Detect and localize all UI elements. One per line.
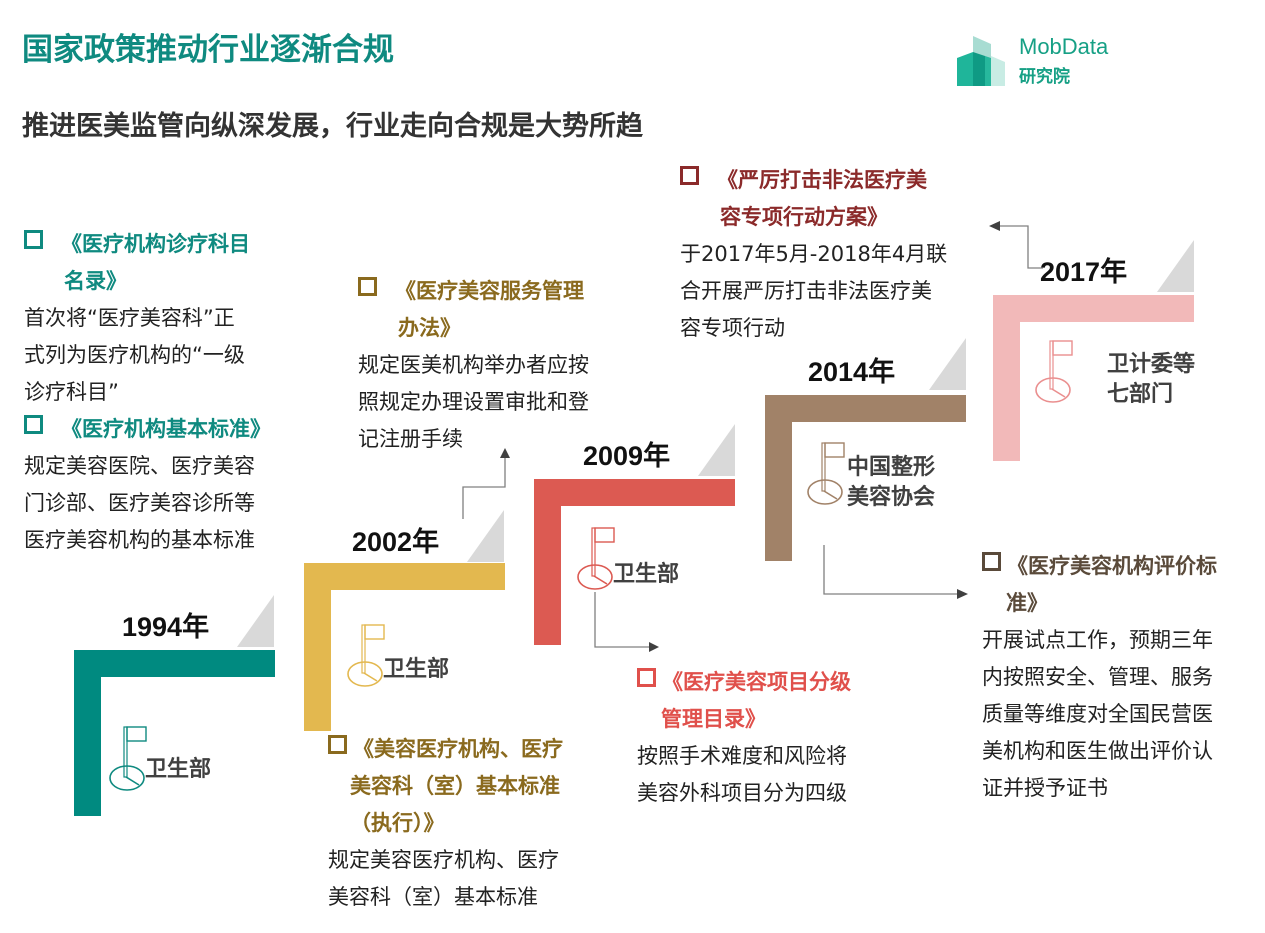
flag-pin-icon bbox=[1035, 340, 1073, 403]
org-label-line: 美容协会 bbox=[847, 485, 936, 510]
checkbox-bullet-icon bbox=[24, 230, 43, 249]
policy-desc-line: 规定美容医院、医疗美容 bbox=[24, 454, 255, 478]
step-bar-horizontal bbox=[993, 295, 1194, 322]
flag-pin-icon bbox=[347, 624, 385, 687]
policy-title: 《美容医疗机构、医疗 美容科（室）基本标准 （执行）》 bbox=[328, 731, 618, 842]
org-label: 卫生部 bbox=[145, 757, 212, 782]
year-label: 2002年 bbox=[352, 527, 440, 557]
policy-desc-line: 合开展严厉打击非法医疗美 bbox=[680, 279, 932, 303]
policy-title: 《医疗美容服务管理 办法》 bbox=[358, 273, 648, 347]
policy-title-line: 《医疗美容机构评价标 bbox=[1007, 554, 1217, 578]
year-label: 2014年 bbox=[808, 357, 896, 387]
policy-title: 《严厉打击非法医疗美 容专项行动方案》 bbox=[680, 162, 980, 236]
year-label: 1994年 bbox=[122, 612, 210, 642]
policy-title-line: 管理目录》 bbox=[661, 707, 766, 731]
step-bar-horizontal bbox=[534, 479, 735, 506]
flag-pin-icon bbox=[577, 527, 615, 590]
policy-desc-line: 记注册手续 bbox=[358, 427, 463, 451]
corner-triangle bbox=[237, 595, 274, 647]
policy-desc-line: 内按照安全、管理、服务 bbox=[982, 665, 1213, 689]
policy-title-line: （执行）》 bbox=[350, 811, 445, 835]
connector-arrow-up bbox=[462, 448, 510, 519]
policy-desc-line: 质量等维度对全国民营医 bbox=[982, 702, 1213, 726]
policy-desc-line: 美容外科项目分为四级 bbox=[637, 781, 847, 805]
policy-title-line: 名录》 bbox=[64, 269, 127, 293]
org-label: 中国整形 美容协会 bbox=[847, 453, 935, 513]
policy-block: 《医疗美容机构评价标 准》 开展试点工作，预期三年 内按照安全、管理、服务 质量… bbox=[982, 548, 1265, 807]
checkbox-bullet-icon bbox=[982, 552, 1001, 571]
flag-pin-icon bbox=[807, 442, 845, 505]
policy-title-line: 容专项行动方案》 bbox=[720, 205, 888, 229]
step-bar-vertical bbox=[765, 395, 792, 561]
policy-title-line: 《医疗机构基本标准》 bbox=[61, 417, 271, 441]
policy-title-line: 《严厉打击非法医疗美 bbox=[717, 168, 927, 192]
policy-title-line: 《医疗机构诊疗科目 bbox=[61, 232, 250, 256]
org-label-line: 七部门 bbox=[1107, 382, 1174, 407]
policy-desc-line: 门诊部、医疗美容诊所等 bbox=[24, 491, 255, 515]
policy-desc-line: 式列为医疗机构的“一级 bbox=[24, 343, 245, 367]
step-bar-vertical bbox=[993, 295, 1020, 461]
policy-title-line: 《医疗美容服务管理 bbox=[395, 279, 584, 303]
org-label-line: 中国整形 bbox=[847, 455, 936, 480]
checkbox-bullet-icon bbox=[24, 415, 43, 434]
policy-desc-line: 开展试点工作，预期三年 bbox=[982, 628, 1213, 652]
flag-pin-icon bbox=[109, 726, 147, 791]
year-label: 2009年 bbox=[583, 441, 671, 471]
policy-desc-line: 首次将“医疗美容科”正 bbox=[24, 306, 235, 330]
policy-title-line: 美容科（室）基本标准 bbox=[350, 774, 560, 798]
policy-desc-line: 证并授予证书 bbox=[982, 776, 1108, 800]
step-bar-vertical bbox=[304, 563, 331, 731]
connector-arrow-left bbox=[989, 221, 1043, 269]
connector-arrow-right bbox=[594, 592, 659, 652]
org-label: 卫生部 bbox=[383, 657, 450, 682]
policy-desc-line: 规定医美机构举办者应按 bbox=[358, 353, 589, 377]
policy-block: 《医疗机构诊疗科目 名录》 首次将“医疗美容科”正 式列为医疗机构的“一级 诊疗… bbox=[24, 226, 314, 559]
org-label: 卫生部 bbox=[613, 562, 680, 587]
policy-block: 《严厉打击非法医疗美 容专项行动方案》 于2017年5月-2018年4月联 合开… bbox=[680, 162, 980, 347]
policy-desc-line: 医疗美容机构的基本标准 bbox=[24, 528, 255, 552]
policy-title-line: 办法》 bbox=[398, 316, 461, 340]
policy-title: 《医疗机构基本标准》 bbox=[24, 411, 314, 448]
checkbox-bullet-icon bbox=[358, 277, 377, 296]
building-logo-icon bbox=[957, 36, 1005, 86]
checkbox-bullet-icon bbox=[680, 166, 699, 185]
policy-block: 《美容医疗机构、医疗 美容科（室）基本标准 （执行）》 规定美容医疗机构、医疗 … bbox=[328, 731, 618, 916]
step-bar-vertical bbox=[534, 479, 561, 645]
logo-name-cn: 研究院 bbox=[1019, 67, 1070, 87]
policy-desc-line: 美机构和医生做出评价认 bbox=[982, 739, 1213, 763]
policy-desc-line: 于2017年5月-2018年4月联 bbox=[680, 242, 948, 266]
policy-desc-line: 规定美容医疗机构、医疗 bbox=[328, 848, 559, 872]
policy-title: 《医疗美容机构评价标 准》 bbox=[982, 548, 1265, 622]
checkbox-bullet-icon bbox=[328, 735, 347, 754]
policy-title-line: 准》 bbox=[1006, 591, 1048, 615]
policy-block: 《医疗美容项目分级 管理目录》 按照手术难度和风险将 美容外科项目分为四级 bbox=[637, 664, 927, 812]
step-bar-horizontal bbox=[765, 395, 966, 422]
step-bar-horizontal bbox=[304, 563, 505, 590]
policy-desc-line: 按照手术难度和风险将 bbox=[637, 744, 847, 768]
corner-triangle bbox=[698, 424, 735, 476]
policy-title: 《医疗机构诊疗科目 名录》 bbox=[24, 226, 314, 300]
corner-triangle bbox=[467, 510, 504, 562]
step-bar-horizontal bbox=[74, 650, 275, 677]
policy-block: 《医疗美容服务管理 办法》 规定医美机构举办者应按 照规定办理设置审批和登 记注… bbox=[358, 273, 648, 458]
policy-desc-line: 美容科（室）基本标准 bbox=[328, 885, 538, 909]
page-subtitle: 推进医美监管向纵深发展，行业走向合规是大势所趋 bbox=[22, 111, 643, 142]
step-bar-vertical bbox=[74, 650, 101, 816]
policy-title: 《医疗美容项目分级 管理目录》 bbox=[637, 664, 927, 738]
connector-arrow-right bbox=[823, 545, 968, 599]
policy-title-line: 《医疗美容项目分级 bbox=[662, 670, 851, 694]
logo-name-en: MobData bbox=[1019, 34, 1109, 59]
org-label: 卫计委等 七部门 bbox=[1107, 350, 1195, 410]
policy-desc-line: 诊疗科目” bbox=[24, 380, 119, 404]
policy-title-line: 《美容医疗机构、医疗 bbox=[353, 737, 563, 761]
policy-desc-line: 容专项行动 bbox=[680, 316, 785, 340]
corner-triangle bbox=[1157, 240, 1194, 292]
year-label: 2017年 bbox=[1040, 257, 1128, 287]
checkbox-bullet-icon bbox=[637, 668, 656, 687]
org-label-line: 卫计委等 bbox=[1107, 352, 1196, 377]
policy-desc-line: 照规定办理设置审批和登 bbox=[358, 390, 589, 414]
page-title: 国家政策推动行业逐渐合规 bbox=[22, 32, 394, 68]
corner-triangle bbox=[929, 338, 966, 390]
